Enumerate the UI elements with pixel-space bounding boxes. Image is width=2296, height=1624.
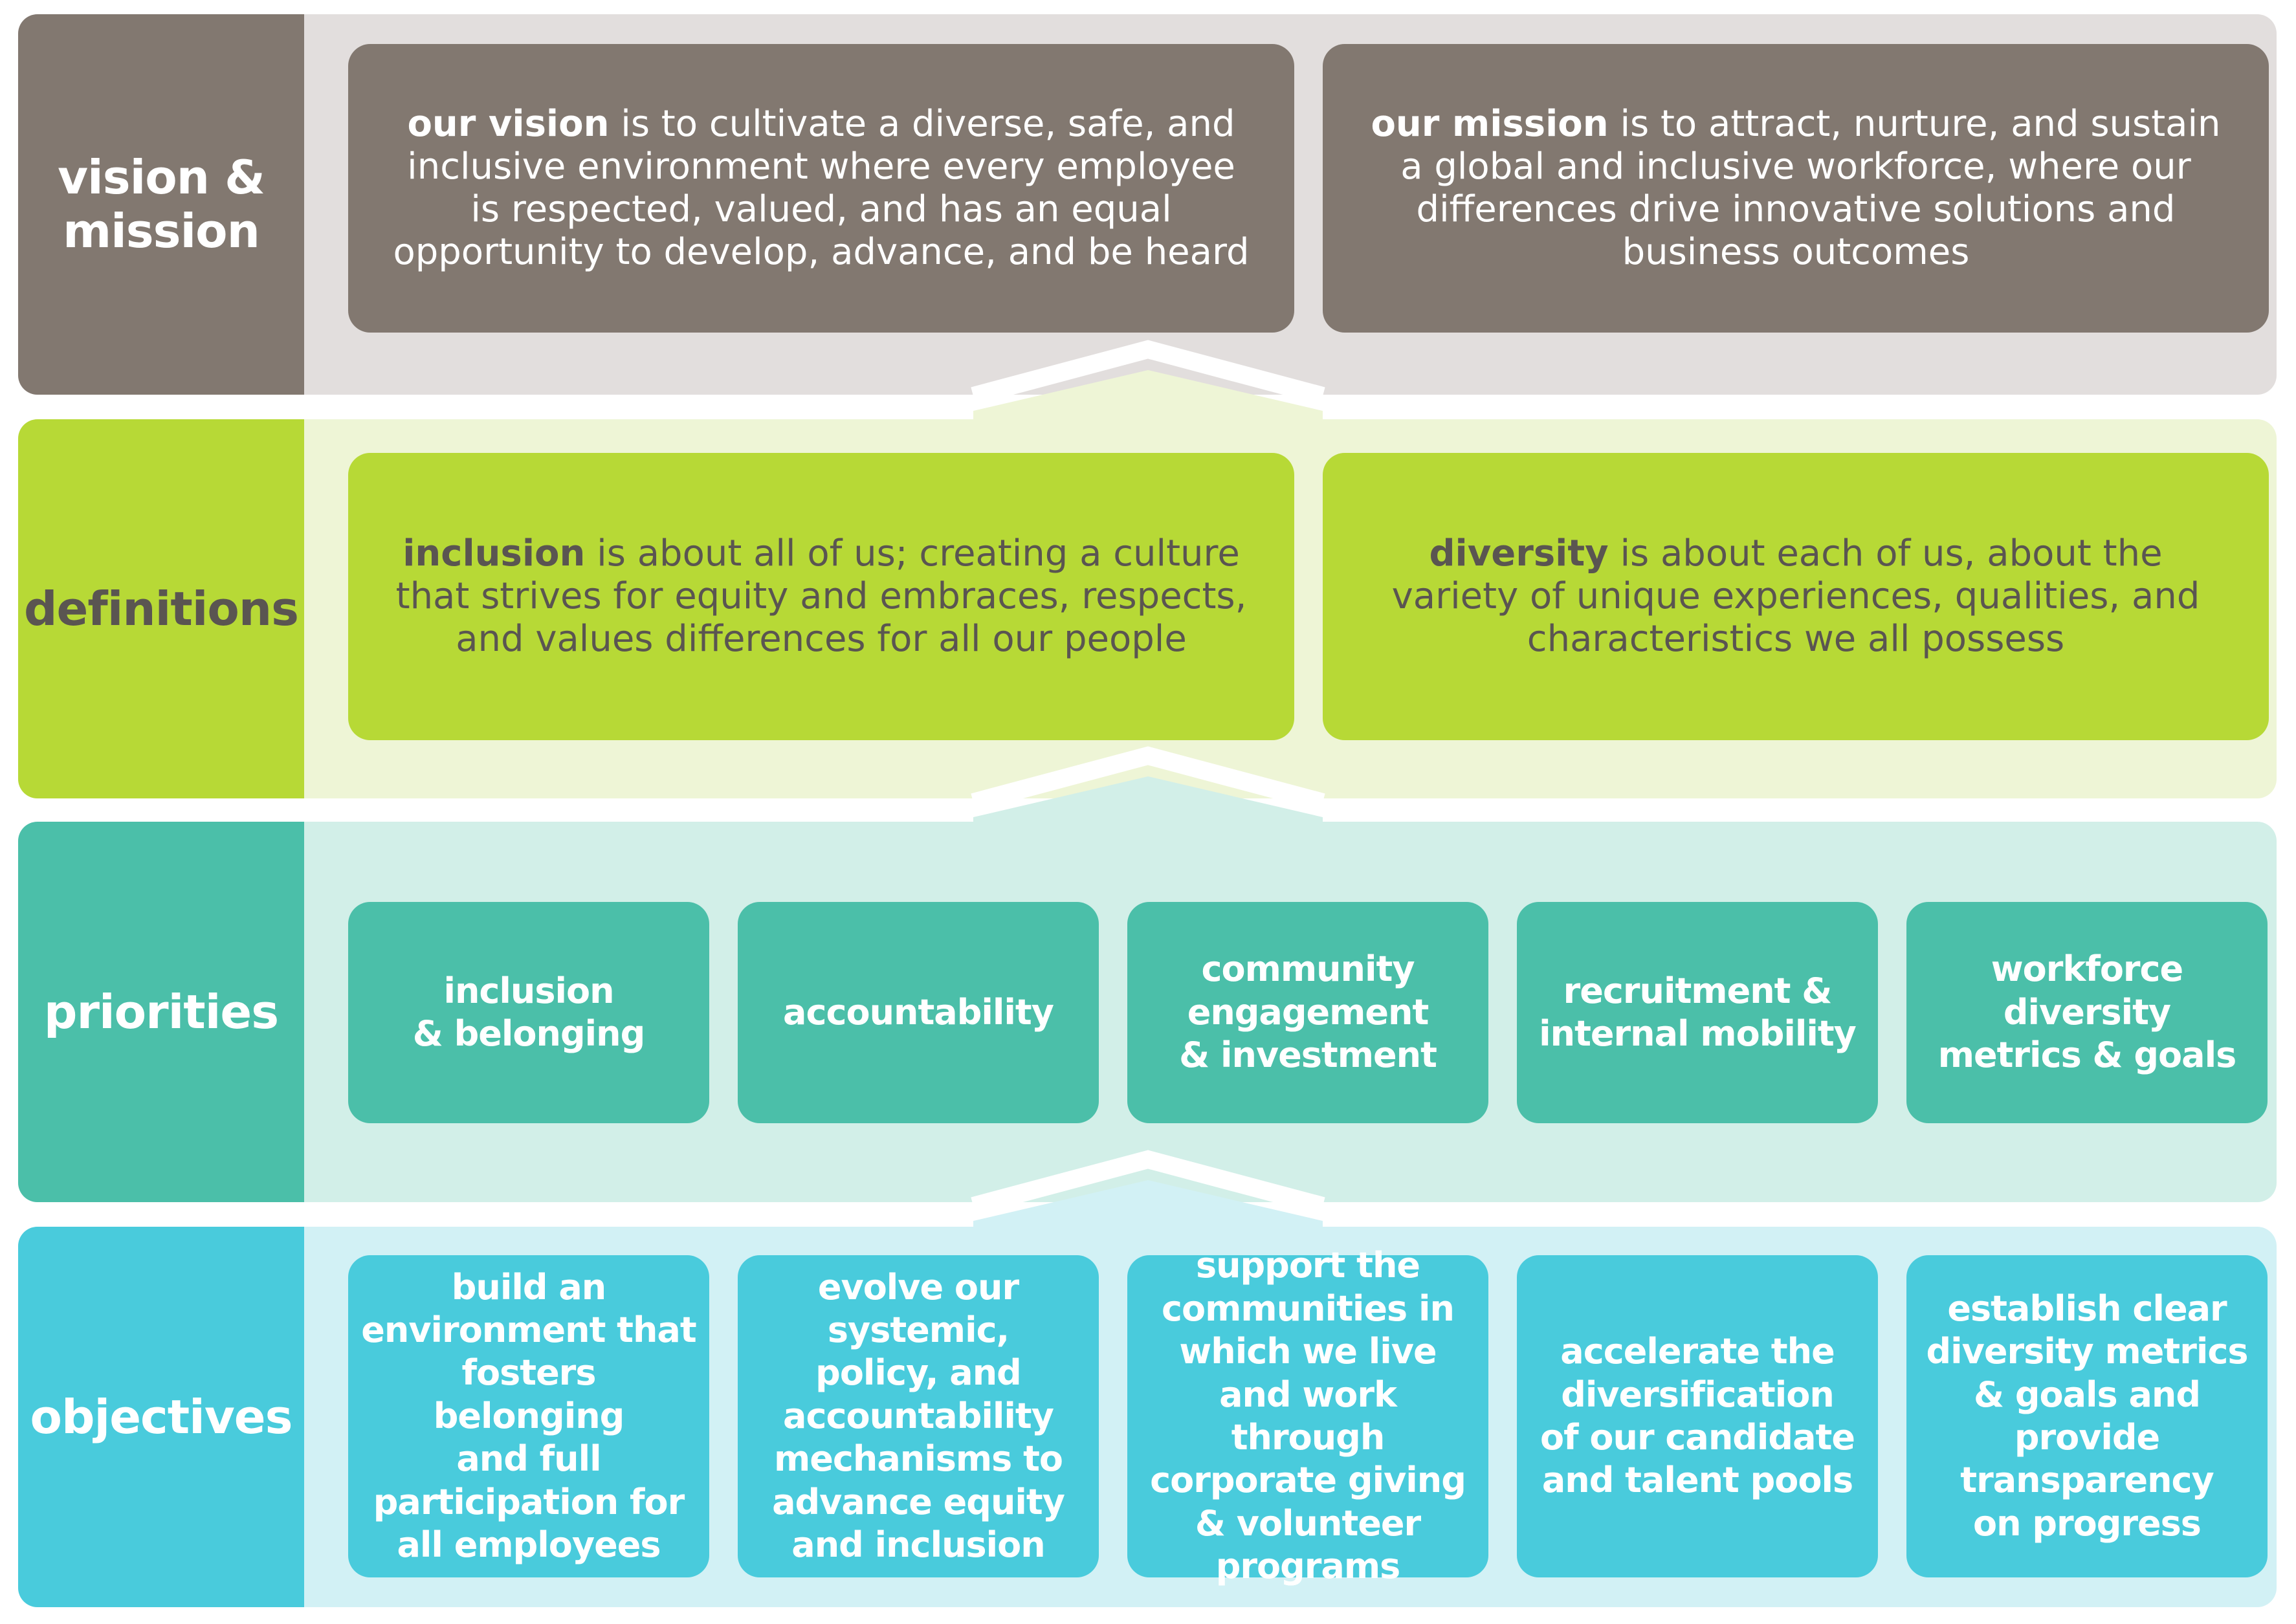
objective-card: establish clear diversity metrics & goal… xyxy=(1906,1255,2268,1577)
inclusion-term: inclusion xyxy=(403,532,586,575)
priorities-band: priorities inclusion & belonging account… xyxy=(18,822,2277,1202)
objectives-label: objectives xyxy=(18,1227,304,1607)
mission-card: our mission is to attract, nurture, and … xyxy=(1323,44,2269,333)
vision-mission-label: vision & mission xyxy=(18,14,304,395)
priorities-body: inclusion & belonging accountability com… xyxy=(304,822,2277,1202)
priorities-label: priorities xyxy=(18,822,304,1202)
inclusion-text: is about all of us; creating a culture t… xyxy=(395,532,1247,661)
mission-text: is to attract, nurture, and sustain a gl… xyxy=(1400,102,2221,274)
priority-card: recruitment & internal mobility xyxy=(1517,902,1878,1123)
vision-mission-band: vision & mission our vision is to cultiv… xyxy=(18,14,2277,395)
objective-card: build an environment that fosters belong… xyxy=(348,1255,709,1577)
objectives-band: objectives build an environment that fos… xyxy=(18,1227,2277,1607)
priority-card: community engagement & investment xyxy=(1127,902,1488,1123)
mission-term: our mission xyxy=(1371,102,1609,145)
objectives-body: build an environment that fosters belong… xyxy=(304,1227,2277,1607)
priority-card: accountability xyxy=(738,902,1099,1123)
definitions-label: definitions xyxy=(18,419,304,798)
diversity-definition: diversity is about each of us, about the… xyxy=(1362,532,2230,661)
vision-card: our vision is to cultivate a diverse, sa… xyxy=(348,44,1294,333)
diversity-text: is about each of us, about the variety o… xyxy=(1391,532,2200,661)
definitions-band: definitions inclusion is about all of us… xyxy=(18,419,2277,798)
definitions-body: inclusion is about all of us; creating a… xyxy=(304,419,2277,798)
inclusion-card: inclusion is about all of us; creating a… xyxy=(348,453,1294,740)
priority-card: workforce diversity metrics & goals xyxy=(1906,902,2268,1123)
diversity-card: diversity is about each of us, about the… xyxy=(1323,453,2269,740)
vision-statement: our vision is to cultivate a diverse, sa… xyxy=(387,103,1255,274)
objective-card: accelerate the diversification of our ca… xyxy=(1517,1255,1878,1577)
objective-card: evolve our systemic, policy, and account… xyxy=(738,1255,1099,1577)
objective-card: support the communities in which we live… xyxy=(1127,1245,1488,1586)
vision-mission-body: our vision is to cultivate a diverse, sa… xyxy=(304,14,2277,395)
mission-statement: our mission is to attract, nurture, and … xyxy=(1362,103,2230,274)
vision-term: our vision xyxy=(407,102,610,145)
vision-text: is to cultivate a diverse, safe, and inc… xyxy=(393,102,1250,274)
inclusion-definition: inclusion is about all of us; creating a… xyxy=(387,532,1255,661)
diversity-term: diversity xyxy=(1429,532,1609,575)
priority-card: inclusion & belonging xyxy=(348,902,709,1123)
